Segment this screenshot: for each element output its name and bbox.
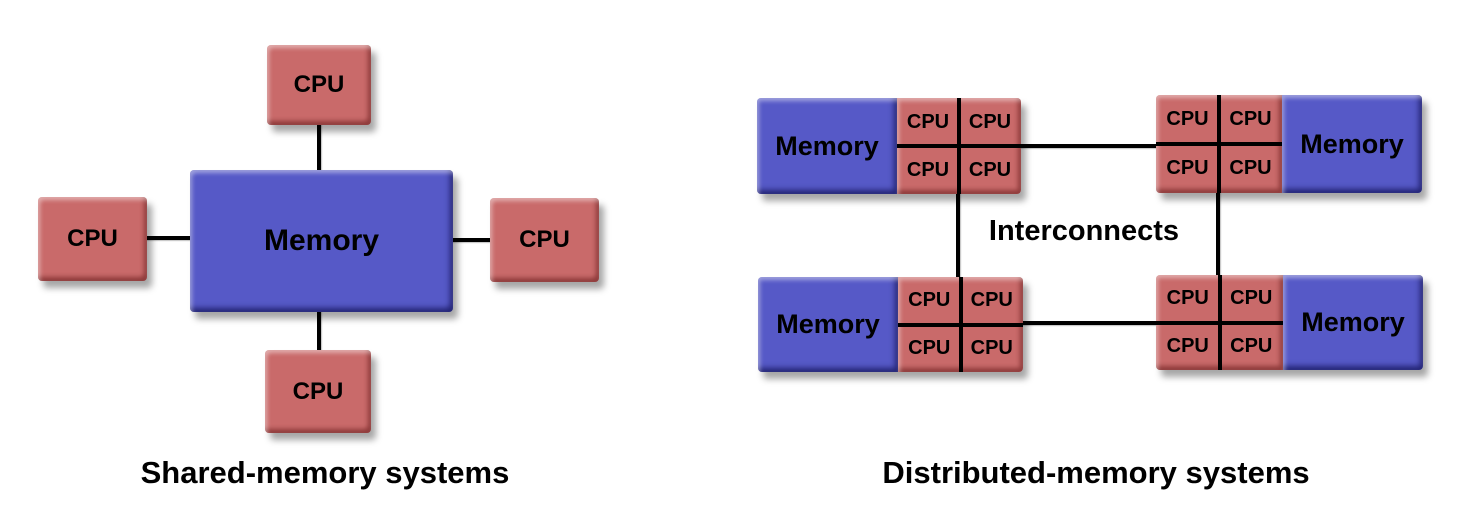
cpu-quad: CPU CPU CPU CPU <box>1156 275 1283 370</box>
cpu-label: CPU <box>970 289 1013 312</box>
cpu-label: CPU <box>67 225 118 252</box>
interconnect-bottom-horizontal <box>1016 321 1160 325</box>
memory-label: Memory <box>263 224 380 257</box>
cpu-cell: CPU <box>1156 95 1219 144</box>
cpu-label: CPU <box>292 377 344 405</box>
cpu-box-left: CPU <box>38 197 147 281</box>
cpu-label: CPU <box>968 110 1012 133</box>
cpu-label: CPU <box>1229 108 1272 130</box>
cpu-label: CPU <box>908 336 951 359</box>
cpu-cell: CPU <box>897 146 959 194</box>
cpu-label: CPU <box>1166 334 1209 357</box>
memory-label: Memory <box>776 309 880 339</box>
interconnect-left-vertical <box>956 190 960 282</box>
cpu-cell: CPU <box>1156 323 1220 371</box>
cpu-cell: CPU <box>1219 95 1282 144</box>
node-bottom-right: CPU CPU CPU CPU Memory <box>1156 275 1423 370</box>
cpu-cell: CPU <box>1219 144 1282 193</box>
connector-left-cpu <box>145 236 193 240</box>
connector-bottom-cpu <box>317 310 321 353</box>
cpu-label: CPU <box>519 226 570 253</box>
cpu-label: CPU <box>908 289 951 312</box>
cpu-cell: CPU <box>961 277 1024 325</box>
cpu-box-bottom: CPU <box>265 350 371 433</box>
shared-memory-caption: Shared-memory systems <box>140 455 510 490</box>
cpu-cell: CPU <box>1156 275 1220 323</box>
node-bottom-left: Memory CPU CPU CPU CPU <box>758 277 1023 372</box>
cpu-box-right: CPU <box>490 198 599 282</box>
cpu-cell: CPU <box>1220 275 1284 323</box>
cpu-cell: CPU <box>1220 323 1284 371</box>
node-memory: Memory <box>758 277 898 372</box>
cpu-cell: CPU <box>897 98 959 146</box>
connector-top-cpu <box>317 122 321 174</box>
cpu-label: CPU <box>906 158 950 181</box>
node-memory: Memory <box>757 98 897 194</box>
cpu-label: CPU <box>1230 287 1273 310</box>
cpu-cell: CPU <box>959 146 1021 194</box>
interconnect-top-horizontal <box>1014 144 1160 148</box>
cpu-label: CPU <box>293 71 345 98</box>
connector-right-cpu <box>450 238 492 242</box>
cpu-cell: CPU <box>959 98 1021 146</box>
cpu-label: CPU <box>1166 287 1209 310</box>
cpu-label: CPU <box>906 110 950 133</box>
cpu-quad: CPU CPU CPU CPU <box>1156 95 1282 193</box>
node-memory: Memory <box>1283 275 1423 370</box>
node-top-left: Memory CPU CPU CPU CPU <box>757 98 1021 194</box>
cpu-label: CPU <box>1229 157 1272 179</box>
cpu-label: CPU <box>970 336 1013 359</box>
interconnect-right-vertical <box>1216 188 1220 280</box>
cpu-cell: CPU <box>898 325 961 373</box>
cpu-cell: CPU <box>898 277 961 325</box>
cpu-label: CPU <box>1166 157 1209 179</box>
cpu-cell: CPU <box>961 325 1024 373</box>
cpu-label: CPU <box>1166 108 1209 130</box>
interconnects-label: Interconnects <box>988 215 1180 247</box>
cpu-quad: CPU CPU CPU CPU <box>897 98 1021 194</box>
cpu-cell: CPU <box>1156 144 1219 193</box>
cpu-label: CPU <box>968 158 1012 181</box>
cpu-quad: CPU CPU CPU CPU <box>898 277 1023 372</box>
memory-label: Memory <box>1301 307 1405 337</box>
cpu-label: CPU <box>1230 334 1273 357</box>
node-memory: Memory <box>1282 95 1422 193</box>
memory-label: Memory <box>1300 128 1404 159</box>
distributed-memory-caption: Distributed-memory systems <box>882 455 1310 490</box>
cpu-box-top: CPU <box>267 45 371 125</box>
memory-label: Memory <box>775 130 879 161</box>
shared-memory-box: Memory <box>190 170 453 312</box>
node-top-right: CPU CPU CPU CPU Memory <box>1156 95 1422 193</box>
